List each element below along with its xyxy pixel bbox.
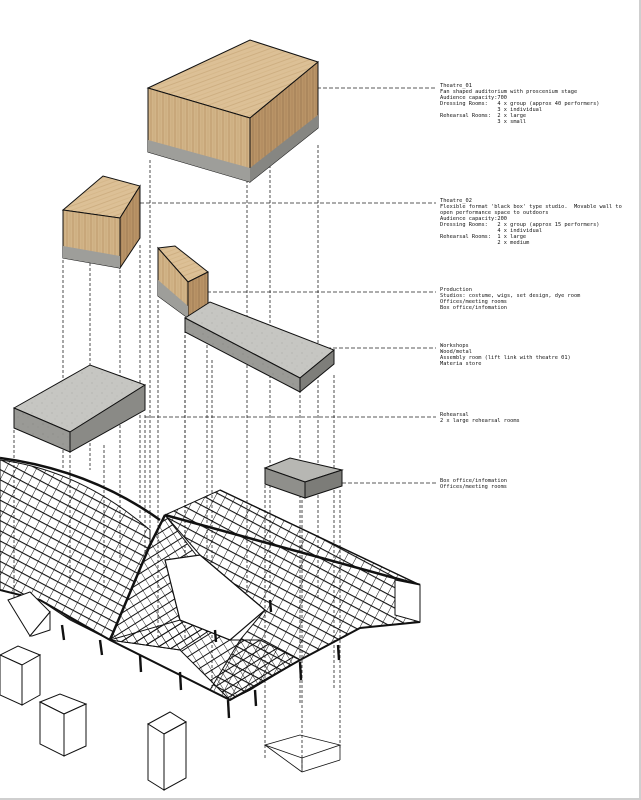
ground-block-left	[7, 591, 51, 637]
annotation-line: 2 x large rehearsal rooms	[440, 418, 520, 424]
annotation-line: 4 x individual	[440, 228, 543, 234]
annotation-theatre-01: Theatre_01 Fan shaped auditorium with pr…	[440, 83, 636, 125]
annotation-title: Theatre_01	[440, 83, 472, 89]
annotation-line: Fan shaped auditorium with proscenium st…	[440, 89, 578, 95]
annotation-line: 3 x individual	[440, 107, 543, 113]
annotation-production: Production Studios: costume, wigs, set d…	[440, 287, 636, 311]
annotation-line: Dressing Rooms: 4 x group (approx 40 per…	[440, 101, 600, 107]
annotation-line: 2 x medium	[440, 240, 530, 246]
annotation-line: Audience capacity:200	[440, 216, 507, 222]
annotation-box-office: Box office/infomation Offices/meeting ro…	[440, 478, 636, 490]
rehearsal-volume	[12, 364, 147, 453]
annotation-line: Offices/meeting rooms	[440, 484, 507, 490]
annotation-line: Flexible format 'black box' type studio.…	[440, 204, 622, 210]
annotation-line: Rehearsal Rooms: 2 x large	[440, 113, 527, 119]
annotation-line: open performance space to outdoors	[440, 210, 549, 216]
annotation-line: Rehearsal Rooms: 1 x large	[440, 234, 527, 240]
box-office-volume	[263, 457, 344, 499]
annotation-title: Workshops	[440, 343, 469, 349]
roof-structure	[0, 456, 421, 719]
annotation-line: Audience capacity:700	[440, 95, 507, 101]
production-volume	[156, 245, 209, 319]
annotation-title: Production	[440, 287, 472, 293]
theatre-01-volume	[146, 39, 320, 184]
annotation-line: Offices/meeting rooms	[440, 299, 507, 305]
annotation-line: Box office/infomation	[440, 305, 507, 311]
annotation-title: Rehearsal	[440, 412, 469, 418]
annotation-title: Theatre_02	[440, 198, 472, 204]
annotation-line: Dressing Rooms: 2 x group (approx 15 per…	[440, 222, 600, 228]
annotation-theatre-02: Theatre_02 Flexible format 'black box' t…	[440, 198, 636, 246]
annotation-line: Wood/metal	[440, 349, 472, 355]
annotation-line: Materia store	[440, 361, 482, 367]
annotation-workshops: Workshops Wood/metal Assembly room (lift…	[440, 343, 636, 367]
ground-towers	[0, 645, 187, 791]
annotation-title: Box office/infomation	[440, 478, 507, 484]
annotation-line: 3 x small	[440, 119, 527, 125]
annotation-line: Assembly room (lift link with theatre 01…	[440, 355, 571, 361]
glass-box	[263, 734, 342, 773]
workshops-volume	[184, 301, 335, 394]
annotation-rehearsal: Rehearsal 2 x large rehearsal rooms	[440, 412, 636, 424]
annotation-line: Studios: costume, wigs, set design, dye …	[440, 293, 581, 299]
theatre-02-volume	[61, 175, 141, 270]
